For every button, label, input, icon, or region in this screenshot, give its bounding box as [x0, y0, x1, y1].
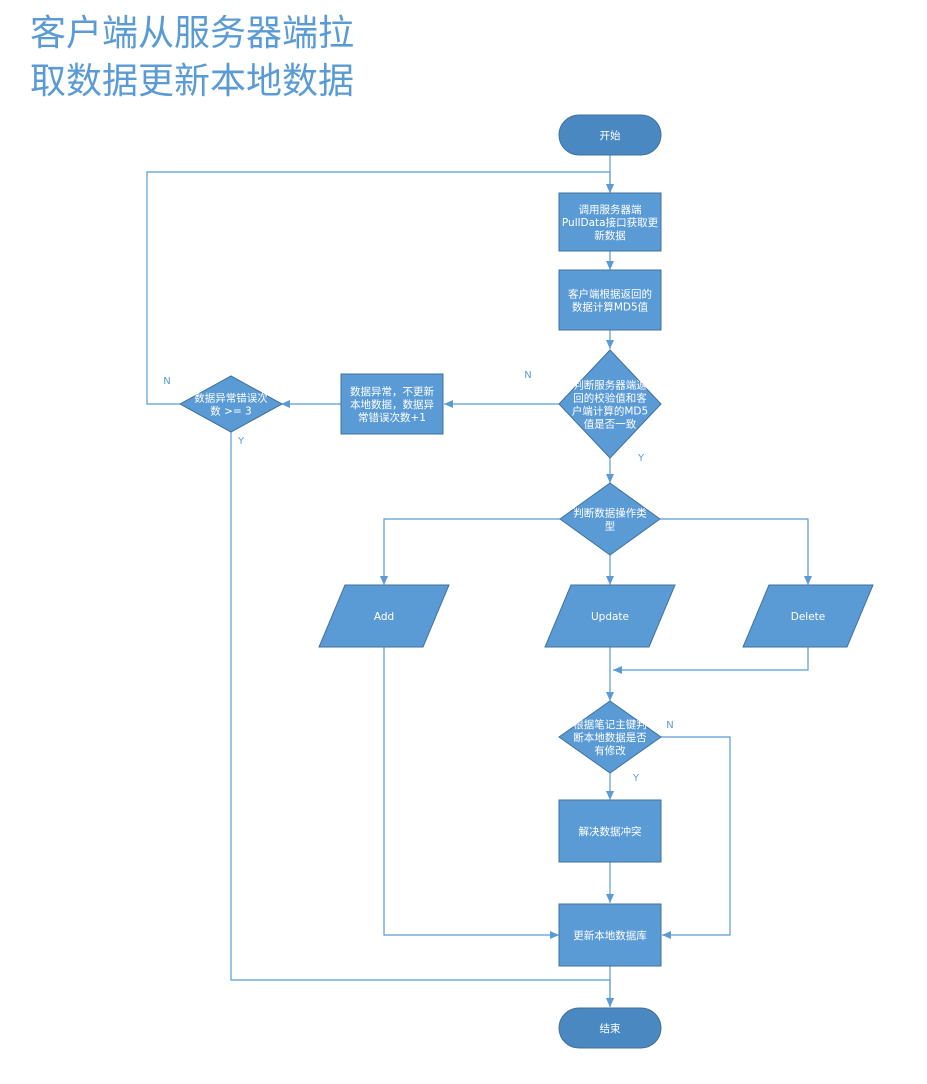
node-add-label: Add — [374, 611, 394, 623]
node-check-md5-shape — [558, 349, 662, 459]
node-start-label: 开始 — [600, 129, 621, 142]
node-data-error-label: 数据异常，不更新 — [350, 385, 434, 398]
edge-op-type-to-add — [380, 518, 560, 585]
node-check-modified-label: 根据笔记主键判 — [573, 718, 647, 731]
node-data-error-label: 常错误次数+1 — [358, 411, 426, 424]
label-count-yes: Y — [237, 436, 245, 447]
node-call-pull-label: 调用服务器端 — [579, 203, 642, 216]
node-end-label: 结束 — [600, 1022, 621, 1035]
node-start: 开始 — [558, 114, 662, 156]
node-resolve-label: 解决数据冲突 — [579, 825, 642, 838]
node-error-count-shape — [178, 375, 284, 433]
node-update-db-shape — [558, 903, 662, 967]
node-data-error-label: 本地数据，数据异 — [350, 398, 434, 411]
node-check-modified-label: 有修改 — [594, 744, 626, 757]
node-data-error-shape — [340, 373, 444, 435]
node-check-md5-label: 值是否一致 — [584, 418, 637, 431]
node-start-shape — [558, 114, 662, 156]
node-op-type-shape — [559, 482, 661, 556]
label-md5-no: N — [524, 370, 531, 381]
flow-edges — [146, 154, 812, 1007]
label-count-no: N — [163, 376, 170, 387]
node-check-modified-label: 断本地数据是否 — [573, 731, 647, 744]
node-calc-md5-label: 数据计算MD5值 — [572, 301, 649, 314]
node-check-modified-shape — [558, 700, 662, 774]
node-check-md5-label: 回的校验值和客 — [573, 392, 647, 405]
node-update-db-label: 更新本地数据库 — [573, 929, 647, 942]
node-delete-shape — [742, 584, 874, 648]
node-call-pull-label: PullData接口获取更 — [562, 216, 659, 229]
node-add-shape — [318, 584, 450, 648]
node-update-label: Update — [591, 611, 629, 623]
edge-error-count-no-loop — [146, 171, 614, 405]
node-resolve-shape — [558, 799, 662, 863]
page-title-line-2: 取数据更新本地数据 — [30, 61, 355, 102]
node-op-type-label: 型 — [605, 520, 616, 533]
node-error-count-label: 数据异常错误次 — [194, 392, 268, 405]
node-call-pull-label: 新数据 — [594, 229, 626, 242]
node-check-md5-label: 户端计算的MD5 — [572, 405, 648, 418]
node-resolve: 解决数据冲突 — [558, 799, 662, 863]
edge-delete-to-merge — [613, 647, 809, 674]
flow-nodes: 开始调用服务器端PullData接口获取更新数据客户端根据返回的数据计算MD5值… — [178, 114, 874, 1049]
label-md5-yes: Y — [637, 453, 645, 464]
node-error-count-label: 数 >= 3 — [210, 405, 251, 418]
edge-op-type-to-delete — [660, 518, 812, 585]
node-op-type-label: 判断数据操作类 — [573, 507, 647, 520]
node-delete-label: Delete — [791, 611, 826, 623]
edge-add-to-update-db — [383, 647, 559, 939]
edge-labels: N Y N Y N Y — [163, 370, 673, 784]
node-end-shape — [558, 1007, 662, 1049]
edge-error-count-yes-to-end — [230, 432, 614, 1007]
node-calc-md5-label: 客户端根据返回的 — [568, 288, 652, 301]
node-update: Update — [544, 584, 676, 648]
node-delete: Delete — [742, 584, 874, 648]
node-end: 结束 — [558, 1007, 662, 1049]
label-modified-yes: Y — [632, 773, 640, 784]
page-title-line-1: 客户端从服务器端拉 — [30, 13, 355, 54]
label-modified-no: N — [666, 720, 673, 731]
node-update-shape — [544, 584, 676, 648]
node-update-db: 更新本地数据库 — [558, 903, 662, 967]
node-check-md5-label: 判断服务器端返 — [573, 379, 647, 392]
node-add: Add — [318, 584, 450, 648]
edge-check-modified-no-to-update-db — [660, 736, 731, 939]
node-call-pull-shape — [558, 192, 662, 252]
node-calc-md5-shape — [558, 269, 662, 331]
page-title: 客户端从服务器端拉 取数据更新本地数据 — [30, 10, 630, 106]
